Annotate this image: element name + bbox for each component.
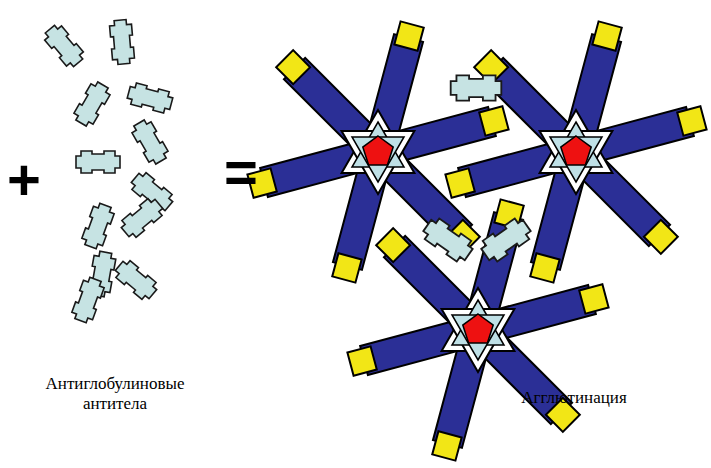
antibody <box>70 276 106 325</box>
antibody <box>80 202 116 251</box>
bridging-antibody <box>478 215 534 265</box>
red-cell-cluster <box>445 21 708 284</box>
bridging-antibody <box>420 215 476 265</box>
antibody <box>76 151 120 173</box>
agglutinate <box>247 21 708 462</box>
caption-label: Антиглобулиновые антитела <box>25 374 205 415</box>
plus-sign: + <box>7 145 41 215</box>
red-cell-cluster <box>347 199 610 462</box>
antibody <box>126 82 174 115</box>
antibody <box>112 257 160 302</box>
equals-sign: = <box>224 137 258 207</box>
antibody <box>41 22 86 70</box>
free-antibodies <box>41 19 175 324</box>
antibody <box>71 79 112 128</box>
bridging-antibody <box>451 75 502 100</box>
caption-label: Агглютинация <box>521 388 627 408</box>
antibody <box>129 117 170 166</box>
antibody <box>118 195 166 240</box>
antibody <box>109 19 135 65</box>
